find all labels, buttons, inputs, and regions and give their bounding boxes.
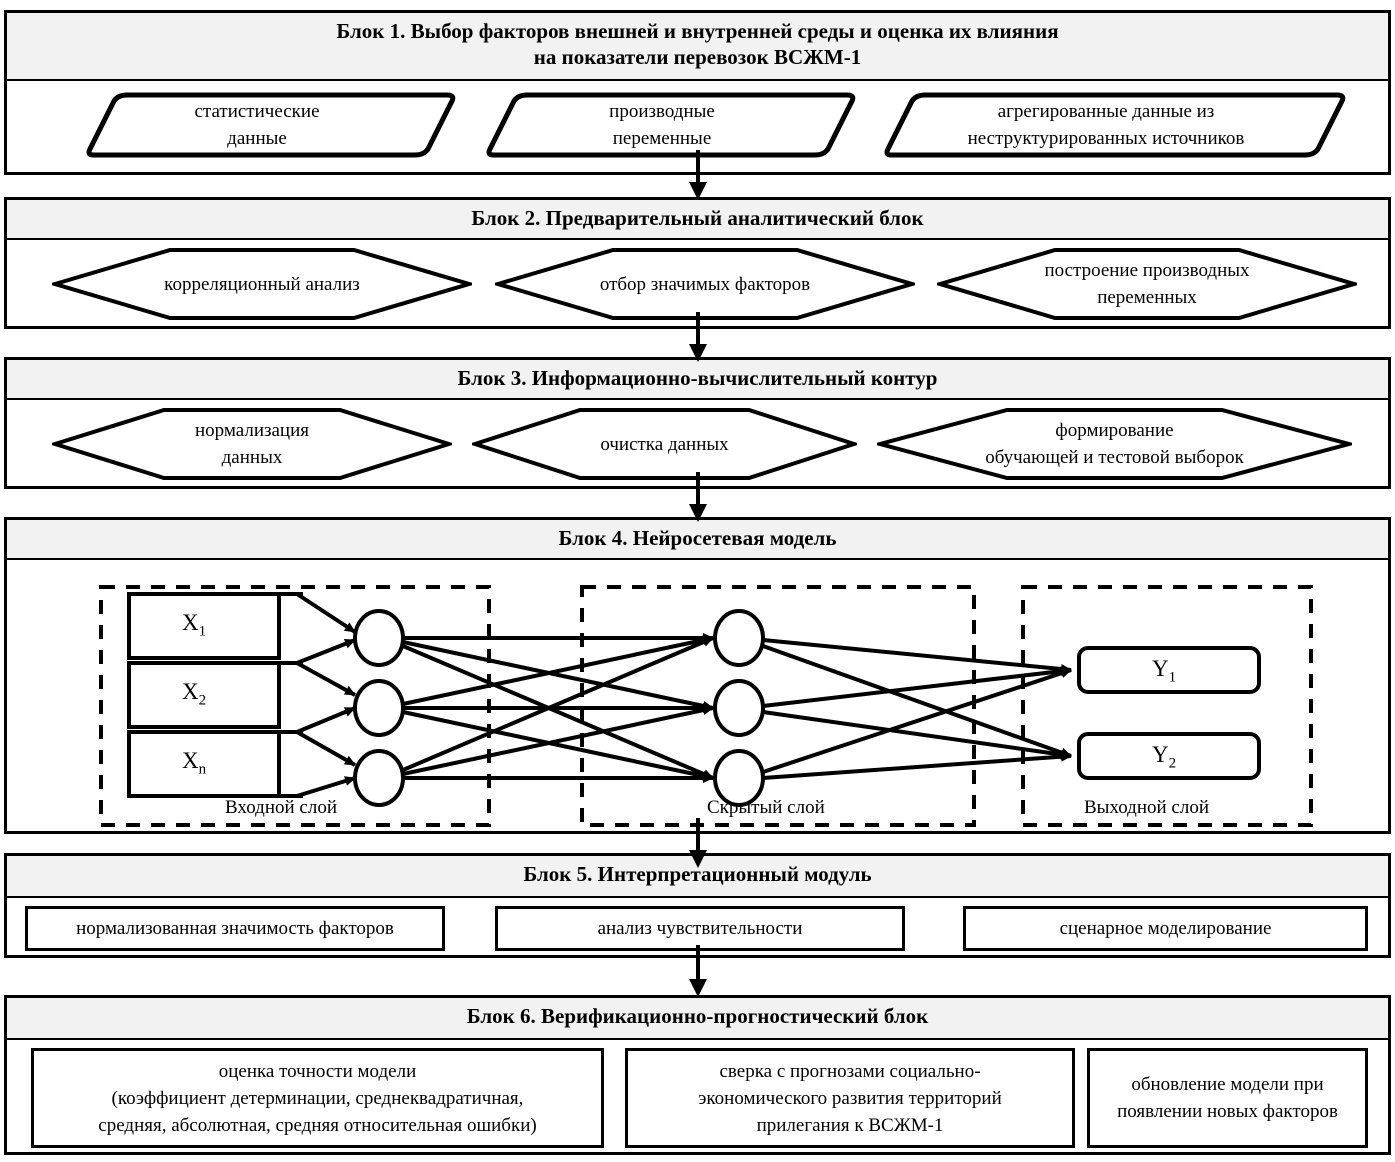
- block-4-title: Блок 4. Нейросетевая модель: [7, 520, 1388, 560]
- input-to-col1-edges: [295, 592, 357, 798]
- hidden-neurons: [713, 609, 765, 807]
- input-label-x2: X2: [182, 679, 207, 709]
- block-1-title: Блок 1. Выбор факторов внешней и внутрен…: [7, 13, 1388, 81]
- block-6-item-2-line-2: появлении новых факторов: [1117, 1101, 1338, 1122]
- output-label-y1: Y1: [1152, 656, 1177, 686]
- block-3-body: нормализация данных очистка данных форми…: [7, 400, 1388, 492]
- block-2-item-1[interactable]: отбор значимых факторов: [495, 246, 915, 322]
- block-4: Блок 4. Нейросетевая модель: [4, 517, 1391, 834]
- output-label-y2: Y2: [1152, 742, 1177, 772]
- block-5-item-2[interactable]: сценарное моделирование: [963, 906, 1368, 951]
- block-6-item-1-line-1: сверка с прогнозами социально-: [719, 1060, 981, 1082]
- col1-to-hidden-edges: [402, 633, 714, 783]
- block-2-title: Блок 2. Предварительный аналитический бл…: [7, 200, 1388, 240]
- block-5: Блок 5. Интерпретационный модуль нормали…: [4, 853, 1391, 958]
- block-6: Блок 6. Верификационно-прогностический б…: [4, 995, 1391, 1155]
- block-6-item-1-line-3: прилегания к ВСЖМ-1: [756, 1114, 944, 1136]
- block-6-body: оценка точности модели (коэффициент дете…: [7, 1040, 1388, 1158]
- connector-block5-block6: [689, 945, 707, 997]
- input-boxes: [127, 592, 281, 798]
- hidden-layer-label: Скрытый слой: [707, 797, 825, 818]
- block-3-title: Блок 3. Информационно-вычислительный кон…: [7, 360, 1388, 400]
- block-6-item-0-line-2: (коэффициент детерминации, среднеквадрат…: [111, 1087, 524, 1109]
- output-layer-label: Выходной слой: [1084, 797, 1210, 818]
- block-6-item-1[interactable]: сверка с прогнозами социально- экономиче…: [625, 1048, 1075, 1148]
- block-1-item-2[interactable]: агрегированные данные из неструктурирова…: [865, 89, 1347, 161]
- block-6-item-0-line-1: оценка точности модели: [218, 1060, 417, 1082]
- input-label-xn: Xn: [182, 748, 207, 778]
- block-1-title-line-2: на показатели перевозок ВСЖМ-1: [533, 45, 862, 69]
- output-boxes: [1077, 646, 1261, 780]
- block-5-item-0[interactable]: нормализованная значимость факторов: [25, 906, 445, 951]
- input-leads: [279, 592, 303, 798]
- output-layer-container: [1021, 585, 1313, 827]
- block-1-item-0[interactable]: статистические данные: [57, 89, 457, 161]
- block-6-item-1-line-2: экономического развития территорий: [698, 1087, 1002, 1109]
- block-6-item-0-line-3: средняя, абсолютная, средняя относительн…: [98, 1114, 537, 1136]
- input-label-x1: X1: [182, 610, 207, 640]
- hidden-to-output-edges: [762, 638, 1072, 780]
- block-6-title: Блок 6. Верификационно-прогностический б…: [7, 998, 1388, 1040]
- block-3-item-2[interactable]: формирование обучающей и тестовой выборо…: [877, 406, 1352, 482]
- hidden-layer-container: [580, 585, 976, 827]
- block-6-item-2-line-1: обновление модели при: [1131, 1074, 1324, 1095]
- block-3-item-0[interactable]: нормализация данных: [52, 406, 452, 482]
- connector-block2-block3: [689, 312, 707, 362]
- block-1-item-1[interactable]: производные переменные: [467, 89, 857, 161]
- block-3: Блок 3. Информационно-вычислительный кон…: [4, 357, 1391, 489]
- block-5-item-2-label: сценарное моделирование: [1059, 918, 1272, 939]
- connector-block4-block5: [689, 818, 707, 868]
- block-6-item-0[interactable]: оценка точности модели (коэффициент дете…: [31, 1048, 604, 1148]
- connector-block3-block4: [689, 472, 707, 522]
- connector-block1-block2: [689, 150, 707, 200]
- block-2-item-0[interactable]: корреляционный анализ: [52, 246, 472, 322]
- block-1-title-line-1: Блок 1. Выбор факторов внешней и внутрен…: [336, 19, 1059, 43]
- neural-network-diagram: X1 X2 Xn Y1 Y2 Входной слой Скрытый слой: [7, 560, 1388, 837]
- block-2-item-2[interactable]: построение производных переменных: [937, 246, 1357, 322]
- input-neurons: [353, 609, 405, 807]
- block-2: Блок 2. Предварительный аналитический бл…: [4, 197, 1391, 329]
- block-5-item-1-label: анализ чувствительности: [597, 918, 803, 939]
- block-3-item-1[interactable]: очистка данных: [472, 406, 857, 482]
- block-5-item-0-label: нормализованная значимость факторов: [76, 918, 394, 939]
- block-4-body: X1 X2 Xn Y1 Y2 Входной слой Скрытый слой: [7, 560, 1388, 837]
- input-layer-label: Входной слой: [225, 797, 337, 818]
- block-6-item-2[interactable]: обновление модели при появлении новых фа…: [1087, 1048, 1368, 1148]
